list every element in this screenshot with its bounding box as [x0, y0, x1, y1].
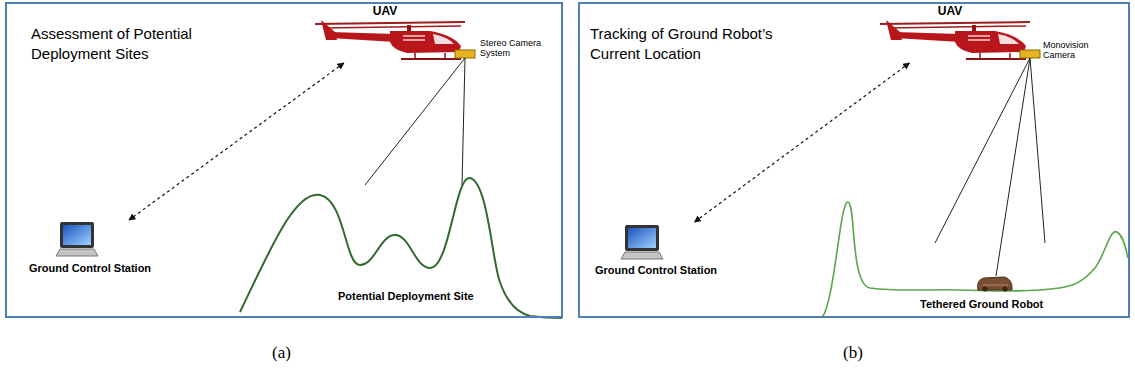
panel-title: Tracking of Ground Robot’s Current Locat…	[590, 24, 810, 63]
panel-caption: (a)	[272, 343, 312, 363]
radio-link	[695, 63, 910, 222]
robot-label: Tethered Ground Robot	[920, 298, 1080, 311]
site-label: Potential Deployment Site	[338, 290, 498, 303]
ground-station-node: Ground Control Station	[15, 220, 165, 277]
node-label: Ground Control Station	[29, 262, 151, 275]
component-label: Stereo Camera System	[480, 38, 542, 59]
terrain	[240, 178, 562, 318]
component-label: Monovision Camera	[1043, 40, 1105, 61]
radio-link	[129, 63, 344, 220]
panel-frame: Assessment of Potential Deployment Sites…	[5, 2, 563, 318]
uav-helicopter	[880, 20, 1040, 59]
uav-node: UAV	[895, 3, 1005, 63]
terrain	[822, 202, 1128, 318]
uav-node: UAV	[330, 3, 440, 63]
ground-station-node: Ground Control Station	[581, 222, 731, 279]
laptop-icon	[56, 222, 98, 256]
connector-layer	[129, 63, 909, 222]
panel-title: Assessment of Potential Deployment Sites	[31, 24, 226, 63]
node-label: UAV	[373, 5, 397, 19]
laptop-icon	[621, 225, 663, 259]
node-label: UAV	[938, 5, 962, 19]
node-label: Ground Control Station	[595, 264, 717, 277]
camera-view-line	[1030, 58, 1045, 243]
camera-view-line	[996, 58, 1030, 276]
panel-caption: (b)	[843, 343, 883, 363]
ground-robot	[978, 277, 1013, 292]
uav-helicopter	[315, 20, 475, 59]
camera-view-line	[462, 58, 465, 185]
camera-view-line	[365, 58, 465, 185]
